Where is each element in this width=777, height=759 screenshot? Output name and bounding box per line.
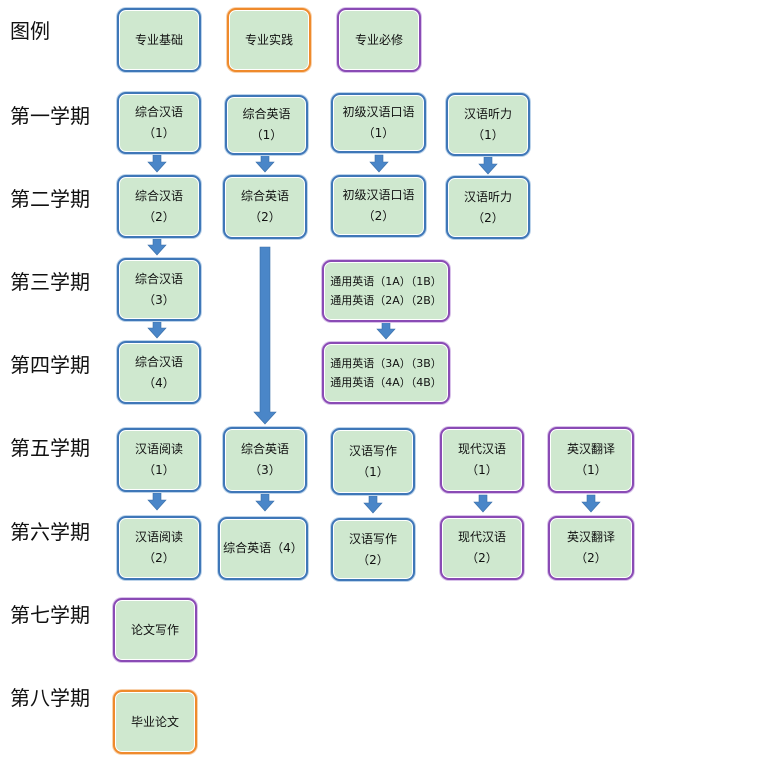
course-number: （1） [357, 464, 389, 479]
legend-label: 图例 [10, 19, 50, 43]
course-zhyy-2: 综合英语 （2） [223, 175, 307, 239]
course-number: （1） [362, 126, 395, 140]
legend-required: 专业必修 [337, 8, 421, 72]
course-number: （2） [249, 210, 281, 224]
course-yhfy-2: 英汉翻译 （2） [548, 516, 634, 580]
course-number: （2） [362, 209, 395, 223]
course-name: 初级汉语口语 [342, 105, 415, 119]
course-zhyy-1: 综合英语 （1） [225, 95, 308, 155]
course-number: （1） [250, 128, 283, 142]
course-name: 初级汉语口语 [342, 188, 415, 202]
course-name: 现代汉语 [457, 442, 506, 456]
course-number: （2） [466, 551, 498, 565]
course-name: 汉语听力 [463, 106, 512, 121]
course-number: （2） [143, 209, 175, 224]
course-name: 汉语写作 [348, 531, 397, 546]
arrow-hyxz-1-2 [363, 495, 383, 514]
semester-3-label: 第三学期 [10, 270, 90, 294]
arrow-zhyy-2-3 [253, 246, 277, 425]
semester-5-label: 第五学期 [10, 436, 90, 460]
course-yhfy-1: 英汉翻译 （1） [548, 427, 634, 493]
course-zhhy-2: 综合汉语 （2） [117, 175, 201, 238]
semester-2-label: 第二学期 [10, 187, 90, 211]
course-line-1: 通用英语（3A）（3B） [330, 357, 442, 370]
arrow-tyyy [376, 321, 396, 340]
course-bylw: 毕业论文 [113, 690, 197, 754]
course-tyyy-1-2: 通用英语（1A）（1B） 通用英语（2A）（2B） [322, 260, 450, 322]
course-cjky-2: 初级汉语口语 （2） [331, 175, 426, 237]
arrow-zhyy-1-2 [255, 154, 275, 173]
course-name: 现代汉语 [457, 530, 506, 544]
semester-1-label: 第一学期 [10, 104, 90, 128]
arrow-yhfy-1-2 [581, 494, 601, 513]
arrow-zhhy-2-3 [147, 238, 167, 256]
course-zhhy-4: 综合汉语 （4） [117, 341, 201, 404]
course-zhyy-3: 综合英语 （3） [223, 427, 307, 493]
course-hytl-1: 汉语听力 （1） [446, 93, 530, 156]
legend-basic-label: 专业基础 [134, 32, 183, 47]
semester-8-label: 第八学期 [10, 686, 90, 710]
course-number: （3） [143, 292, 175, 307]
course-name: 综合汉语 [134, 188, 183, 203]
course-xdhy-1: 现代汉语 （1） [440, 427, 524, 493]
course-name: 毕业论文 [130, 714, 179, 729]
course-line-2: 通用英语（4A）（4B） [330, 376, 442, 389]
course-number: （1） [143, 463, 175, 477]
arrow-zhyy-3-4 [255, 493, 275, 512]
course-number: （4） [143, 375, 175, 390]
course-name: 综合汉语 [134, 271, 183, 286]
course-name: 论文写作 [130, 622, 179, 637]
course-name: 英汉翻译 [566, 530, 615, 544]
course-hyyd-1: 汉语阅读 （1） [117, 428, 201, 492]
course-lwxz: 论文写作 [113, 598, 197, 662]
course-name: 综合英语 [240, 442, 289, 456]
course-line-1: 通用英语（1A）（1B） [330, 275, 442, 288]
course-hyyd-2: 汉语阅读 （2） [117, 516, 201, 580]
course-line-2: 通用英语（2A）（2B） [330, 294, 442, 307]
course-cjky-1: 初级汉语口语 （1） [331, 93, 426, 153]
course-number: （3） [249, 463, 281, 477]
course-name: 综合英语 [242, 107, 291, 121]
course-hyxz-1: 汉语写作 （1） [331, 428, 415, 495]
course-zhhy-3: 综合汉语 （3） [117, 258, 201, 321]
course-number: （1） [472, 127, 504, 142]
arrow-cjky-1-2 [369, 154, 389, 173]
legend-required-label: 专业必修 [354, 32, 403, 47]
semester-7-label: 第七学期 [10, 603, 90, 627]
legend-practice: 专业实践 [227, 8, 311, 72]
legend-practice-label: 专业实践 [244, 32, 293, 47]
course-number: （1） [143, 126, 175, 140]
course-number: （2） [472, 210, 504, 225]
arrow-xdhy-1-2 [473, 494, 493, 513]
course-zhyy-4: 综合英语（4） [218, 517, 308, 580]
arrow-zhhy-3-4 [147, 321, 167, 339]
course-number: （2） [357, 552, 389, 567]
course-xdhy-2: 现代汉语 （2） [440, 516, 524, 580]
course-name: 综合英语（4） [223, 541, 303, 555]
course-hyxz-2: 汉语写作 （2） [331, 518, 415, 581]
arrow-hyyd-1-2 [147, 492, 167, 511]
course-name: 汉语听力 [463, 189, 512, 204]
course-name: 英汉翻译 [566, 442, 615, 456]
arrow-hytl-1-2 [478, 156, 498, 175]
course-name: 综合汉语 [134, 105, 183, 119]
legend-basic: 专业基础 [117, 8, 201, 72]
course-name: 综合英语 [240, 189, 289, 203]
course-name: 汉语阅读 [134, 442, 183, 456]
course-name: 汉语阅读 [134, 530, 183, 544]
course-hytl-2: 汉语听力 （2） [446, 176, 530, 239]
course-name: 汉语写作 [348, 443, 397, 458]
course-number: （2） [143, 551, 175, 565]
course-number: （2） [575, 551, 607, 565]
course-tyyy-3-4: 通用英语（3A）（3B） 通用英语（4A）（4B） [322, 342, 450, 404]
semester-6-label: 第六学期 [10, 520, 90, 544]
course-zhhy-1: 综合汉语 （1） [117, 92, 201, 154]
course-name: 综合汉语 [134, 354, 183, 369]
arrow-zhhy-1-2 [147, 154, 167, 173]
course-number: （1） [466, 463, 498, 477]
course-number: （1） [575, 463, 607, 477]
semester-4-label: 第四学期 [10, 353, 90, 377]
